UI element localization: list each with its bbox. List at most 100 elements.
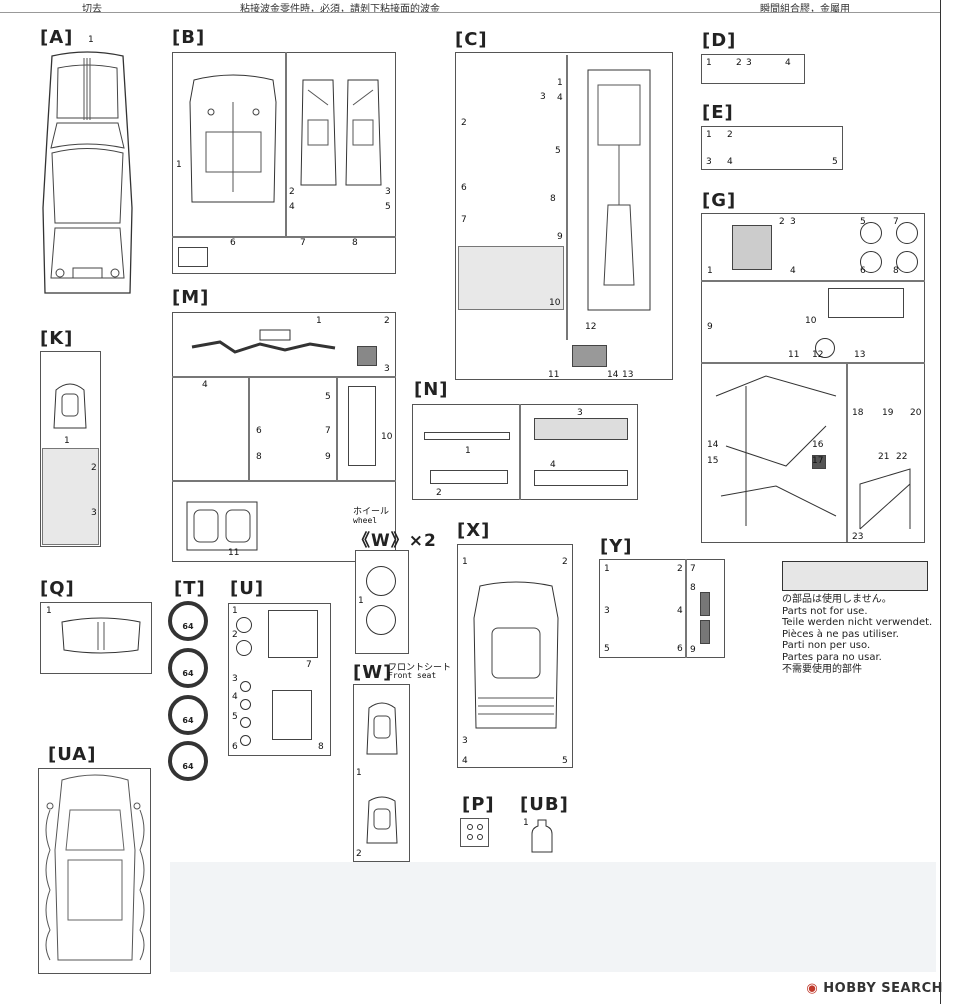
sprue-g-divider [701,362,925,364]
part-number: 1 [604,564,610,574]
not-used-area [42,448,99,545]
part-number: 1 [232,606,238,616]
section-q-label: [Q] [40,578,75,599]
spoiler-part [424,432,510,440]
part-number: 1 [707,266,713,276]
small-part [467,834,473,840]
section-ub-label: [UB] [520,794,569,815]
part-number: 4 [289,202,295,212]
part-number: 2 [461,118,467,128]
part-number: 7 [300,238,306,248]
tire-part: 64 [168,648,208,688]
part-number: 5 [604,644,610,654]
part-number: 9 [325,452,331,462]
part-number: 3 [790,217,796,227]
header-divider [0,12,940,13]
tire-size-label: 64 [182,715,194,725]
header-right-text: 瞬間組合膠，金屬用 [760,4,850,15]
part-number: 8 [690,583,696,593]
tire-size-label: 64 [182,621,194,631]
part-number: 4 [202,380,208,390]
background-shade [170,862,936,972]
part-number: 5 [562,756,568,766]
battery-part [357,346,377,366]
seat-part [732,225,772,270]
floor-pan-part [186,72,281,212]
part-number: 6 [461,183,467,193]
header-left-text: 切去 [82,4,102,15]
lamp-part [534,470,628,486]
not-used-legend-box [782,561,928,591]
part-number: 14 [707,440,719,450]
part-number: 11 [228,548,240,558]
note-jp: の部品は使用しません。 [782,594,892,605]
small-part [812,455,826,469]
exhaust-pipe-part [190,322,340,367]
part-number: 7 [690,564,696,574]
sprue-m-divider [336,377,338,480]
part-number: 9 [557,232,563,242]
tire-part: 64 [168,741,208,781]
part-number: 3 [540,92,546,102]
small-part [477,824,483,830]
roll-bar-part [850,464,920,536]
part-number: 5 [555,146,561,156]
part-number: 2 [356,849,362,859]
part-number: 12 [585,322,597,332]
part-number: 5 [860,217,866,227]
tire-size-label: 64 [182,668,194,678]
part-number: 3 [232,674,238,684]
front-seat-en-label: Front seat [388,671,437,680]
hood-part [58,616,144,656]
part-number: 11 [548,370,560,380]
section-d-label: [D] [702,30,737,51]
sprue-m-divider [172,376,396,378]
door-panel-right-part [343,75,383,193]
part-number: 3 [384,364,390,374]
part-number: 8 [256,452,262,462]
disc-part [896,251,918,273]
bottle-part [530,818,554,854]
part-number: 3 [746,58,752,68]
steering-wheel-part [236,640,252,656]
disc-part [860,251,882,273]
wheel-part [366,605,396,635]
part-number: 15 [707,456,719,466]
part-number: 10 [805,316,817,326]
part-number: 2 [779,217,785,227]
part-number: 16 [812,440,824,450]
section-p-label: [P] [462,794,495,815]
sprue-g-divider [701,280,925,282]
gauge-part [240,681,251,692]
part-number: 3 [91,508,97,518]
disc-part [896,222,918,244]
wheel-jp-label: ホイール [353,507,390,517]
note-es: Partes para no usar. [782,651,882,663]
note-fr: Pièces à ne pas utiliser. [782,628,899,640]
note-en: Parts not for use. [782,605,868,617]
small-part [467,824,473,830]
gauge-part [240,699,251,710]
part-number: 12 [812,350,824,360]
sprue-n-divider [519,404,521,500]
lamp-part [700,620,710,644]
part-number: 4 [790,266,796,276]
not-used-part [178,247,208,267]
body-shell-part [40,48,135,300]
gauge-part [240,735,251,746]
part-number: 4 [550,460,556,470]
part-number: 8 [550,194,556,204]
section-m-label: [M] [172,287,210,308]
front-seat-part [365,795,399,847]
part-number: 1 [706,58,712,68]
section-a-label: [A] [40,27,74,48]
part-number: 2 [562,557,568,567]
part-number: 2 [289,187,295,197]
part-number: 6 [232,742,238,752]
sprue-d-frame [701,54,805,84]
part-number: 4 [557,93,563,103]
roll-frame-part [268,610,318,658]
sprue-p-frame [460,818,489,847]
part-number: 4 [462,756,468,766]
section-n-label: [N] [414,379,449,400]
